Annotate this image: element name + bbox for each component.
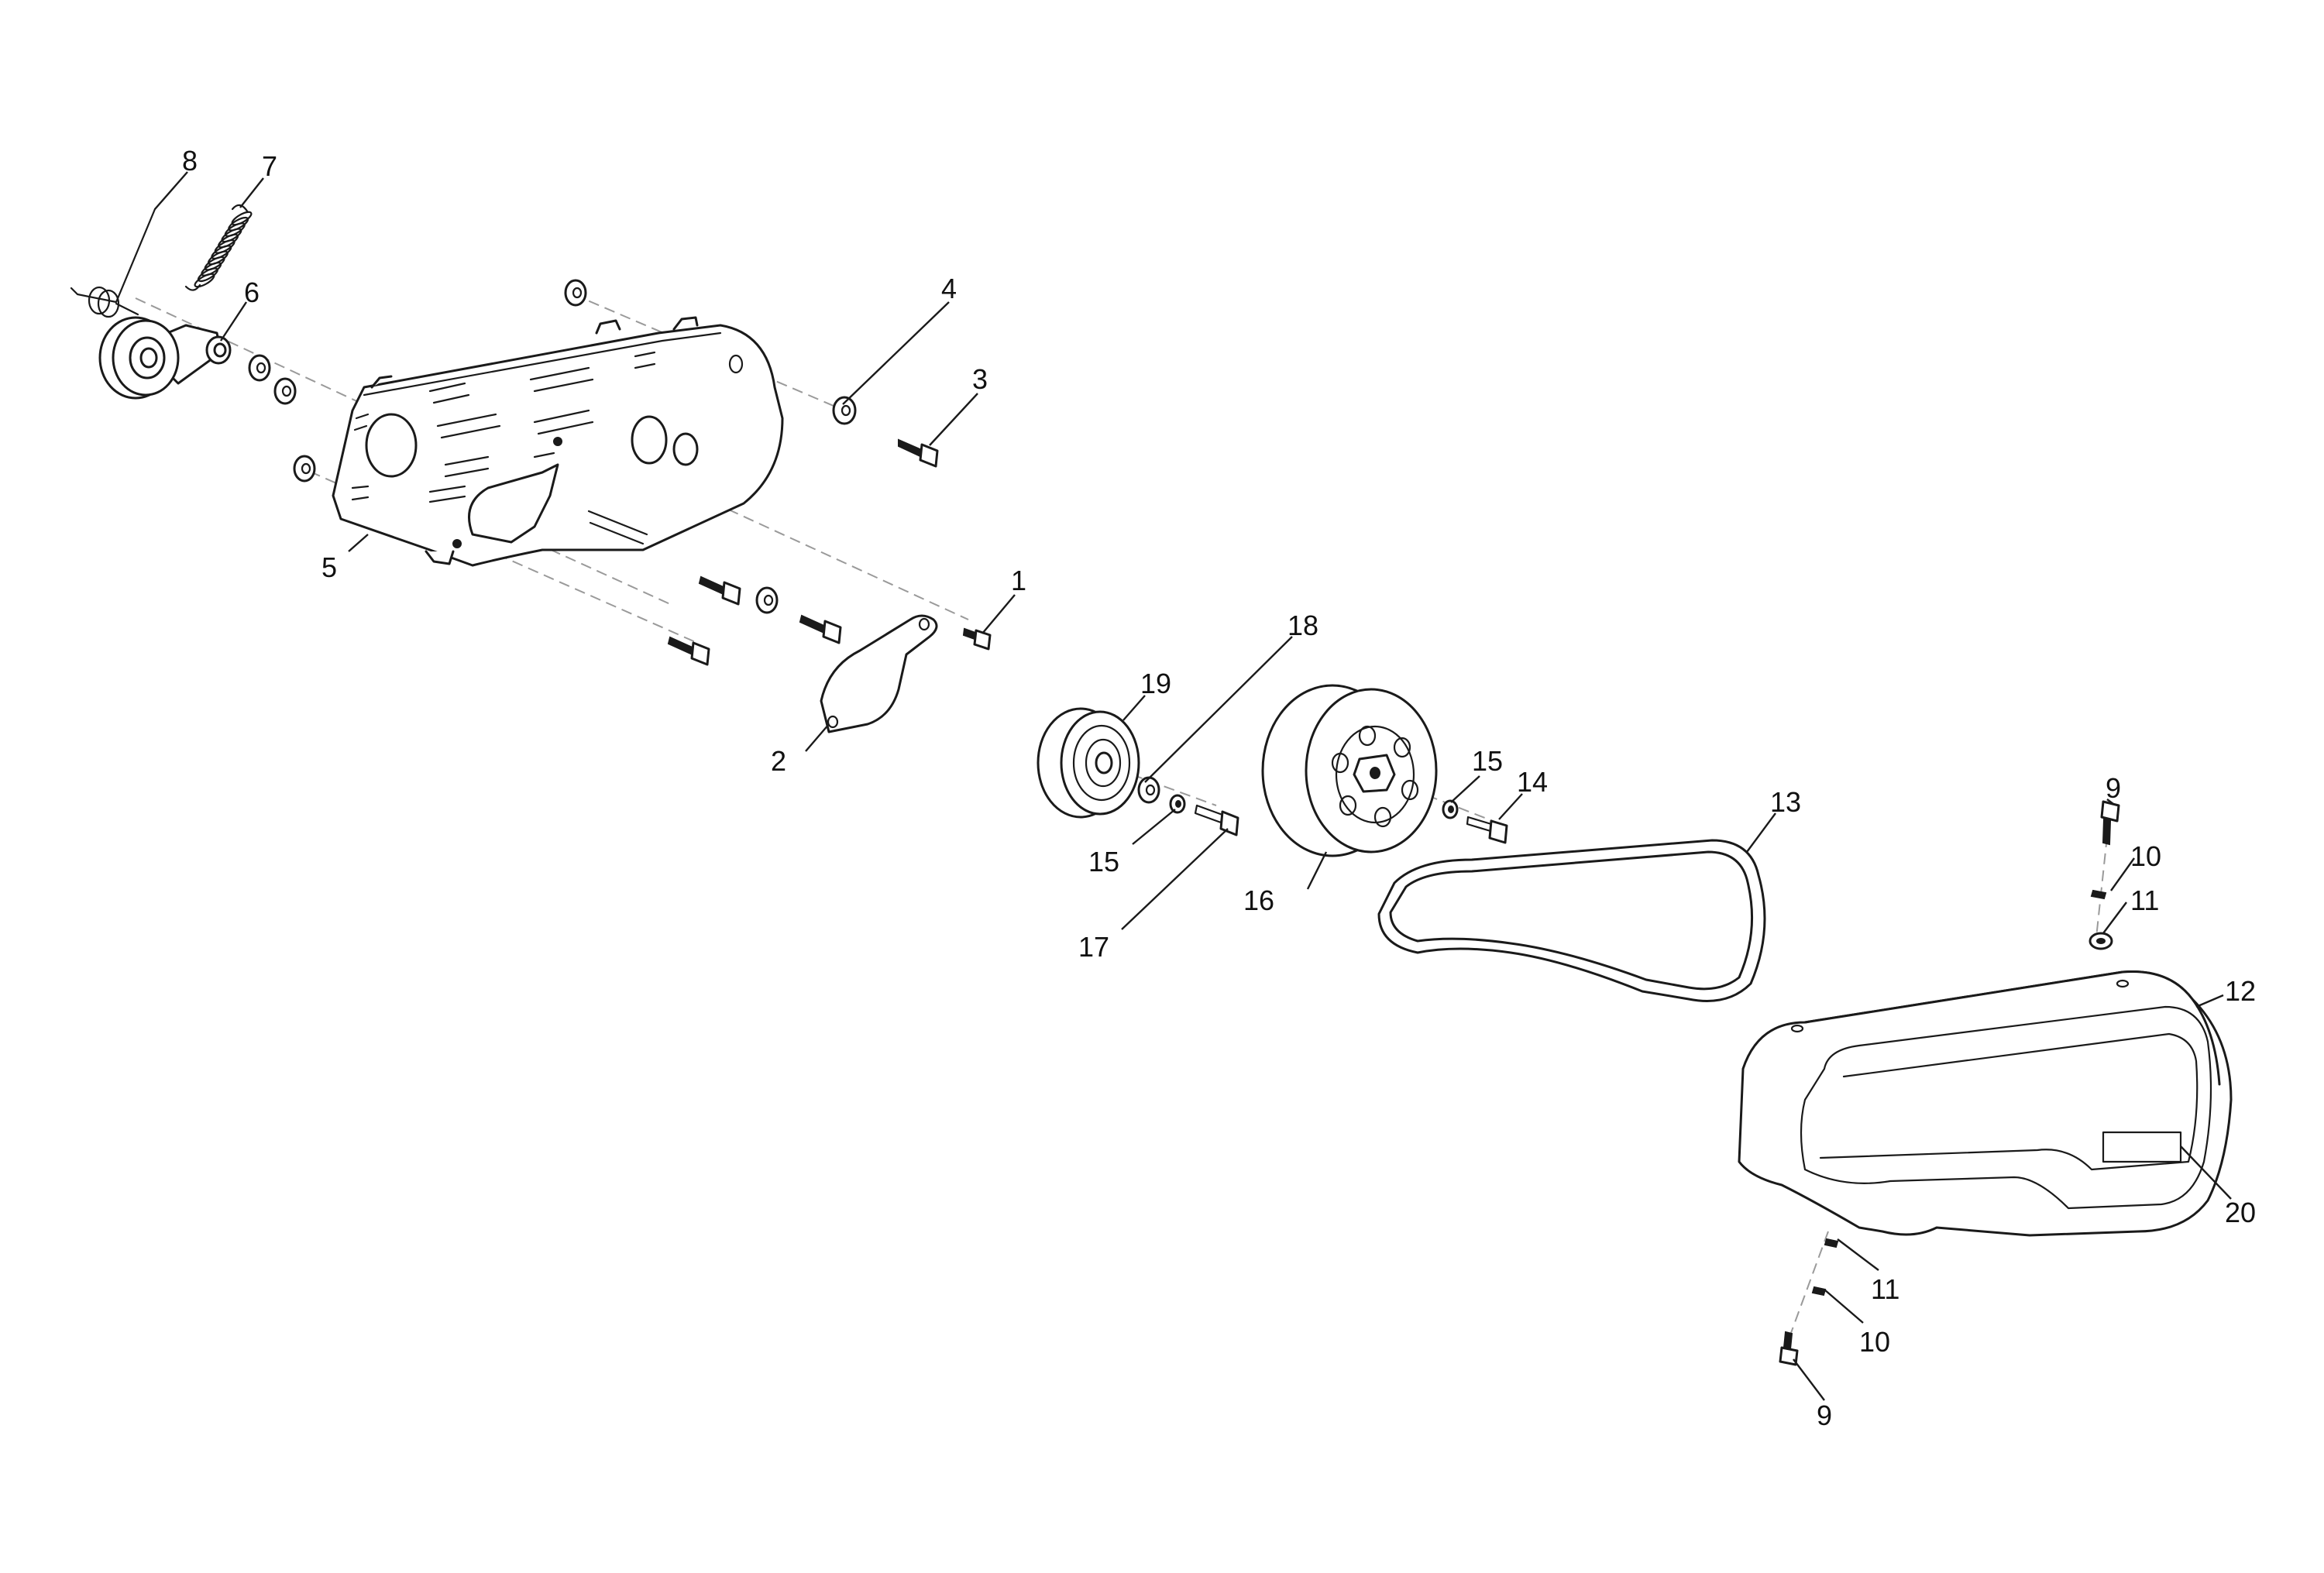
belt-cover-part-12[interactable] bbox=[1738, 970, 2233, 1237]
callout-9-bottom: 9 bbox=[1817, 1400, 1832, 1431]
callout-11-top: 11 bbox=[2130, 884, 2159, 916]
bolt-part-3[interactable] bbox=[898, 438, 939, 468]
bolt-part-14[interactable] bbox=[1466, 816, 1508, 844]
callout-15-right: 15 bbox=[1472, 745, 1503, 777]
torsion-spring-part-8[interactable] bbox=[70, 208, 156, 318]
callout-19: 19 bbox=[1140, 668, 1171, 699]
bolt-part-1[interactable] bbox=[962, 627, 992, 651]
pulley-part-19[interactable] bbox=[1037, 707, 1140, 819]
mounting-plate-part-5[interactable] bbox=[332, 316, 784, 567]
callout-18: 18 bbox=[1287, 610, 1318, 641]
callout-14: 14 bbox=[1517, 766, 1548, 798]
bracket-part-2[interactable] bbox=[820, 614, 938, 733]
spring-coil bbox=[194, 273, 215, 288]
callout-numbers: 1 2 3 4 5 6 7 8 9 9 10 10 11 11 12 13 14… bbox=[182, 145, 2256, 1431]
callout-3: 3 bbox=[972, 363, 988, 395]
drive-belt-part-13[interactable] bbox=[1377, 839, 1766, 1002]
top-cover-hardware[interactable] bbox=[2089, 800, 2120, 950]
extension-spring-part-7[interactable] bbox=[184, 204, 253, 291]
callout-11-bottom: 11 bbox=[1871, 1273, 1899, 1305]
washers-left bbox=[248, 279, 587, 483]
callout-15-left: 15 bbox=[1088, 846, 1119, 878]
leader-lines bbox=[154, 171, 2232, 1401]
lock-washer-part-15-left[interactable] bbox=[1169, 794, 1186, 814]
callout-7: 7 bbox=[262, 150, 277, 182]
callout-1: 1 bbox=[1011, 565, 1026, 596]
callout-8: 8 bbox=[182, 145, 198, 177]
callout-4: 4 bbox=[941, 273, 957, 304]
callout-16: 16 bbox=[1243, 884, 1274, 916]
callout-12: 12 bbox=[2225, 975, 2256, 1007]
large-pulley-part-16[interactable] bbox=[1261, 684, 1438, 857]
washer-part-4[interactable] bbox=[832, 396, 857, 425]
callout-5: 5 bbox=[321, 551, 337, 583]
lock-washer-part-15-right[interactable] bbox=[1442, 799, 1459, 819]
plate-bolts bbox=[667, 575, 842, 666]
callout-10-bottom: 10 bbox=[1859, 1326, 1890, 1358]
callout-9-top: 9 bbox=[2106, 772, 2121, 804]
callout-10-top: 10 bbox=[2130, 840, 2161, 872]
callout-2: 2 bbox=[771, 745, 786, 777]
callout-13: 13 bbox=[1770, 786, 1801, 818]
idler-pulley-part-6[interactable] bbox=[98, 316, 232, 400]
washer-part-18[interactable] bbox=[1137, 776, 1160, 804]
callout-20: 20 bbox=[2225, 1197, 2256, 1228]
callout-6: 6 bbox=[244, 276, 260, 308]
bottom-cover-hardware[interactable] bbox=[1779, 1238, 1839, 1366]
bolt-part-17[interactable] bbox=[1194, 804, 1239, 836]
callout-17: 17 bbox=[1078, 931, 1109, 963]
